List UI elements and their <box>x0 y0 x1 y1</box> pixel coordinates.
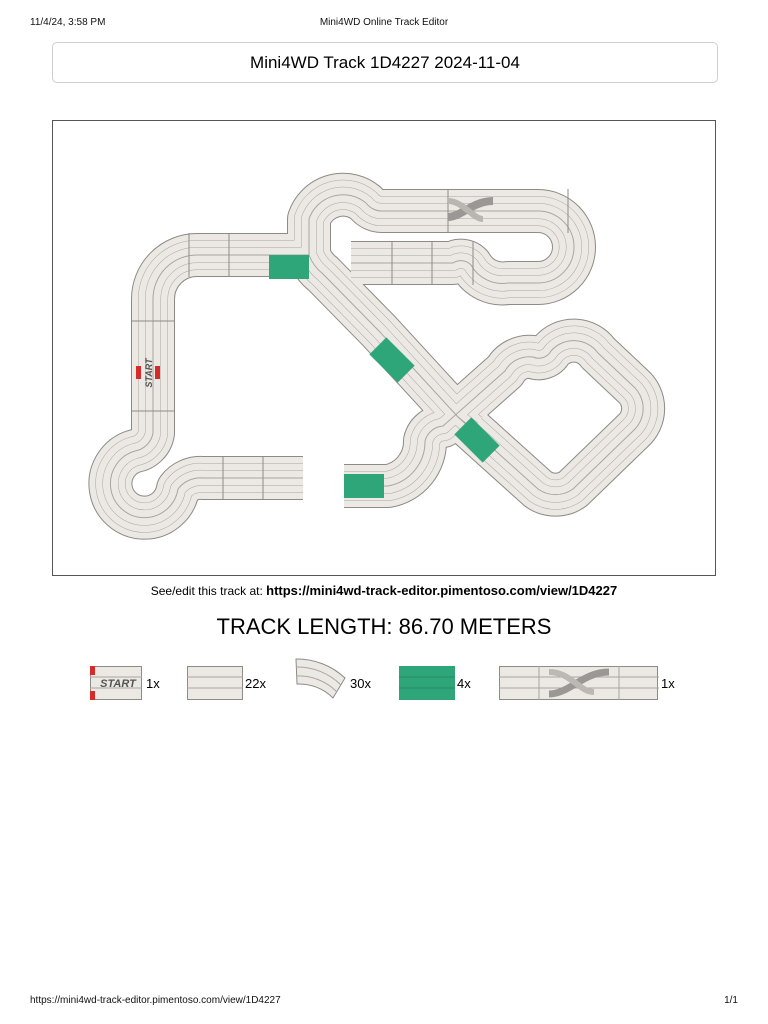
print-header: 11/4/24, 3:58 PM Mini4WD Online Track Ed… <box>30 17 738 31</box>
green-straights <box>269 255 500 498</box>
track-title: Mini4WD Track 1D4227 2024-11-04 <box>250 52 520 72</box>
lane-change-piece-icon <box>499 666 659 700</box>
print-footer: https://mini4wd-track-editor.pimentoso.c… <box>30 995 738 1009</box>
start-piece-icon: START <box>90 666 142 700</box>
green-piece <box>369 337 415 383</box>
green-piece <box>344 474 384 498</box>
segment-joints <box>131 189 569 500</box>
start-marker: START <box>136 357 160 388</box>
view-link-line: See/edit this track at: https://mini4wd-… <box>0 583 768 598</box>
print-page-title: Mini4WD Online Track Editor <box>319 17 449 28</box>
start-label: START <box>144 357 154 388</box>
part-start-count: 1x <box>146 676 160 691</box>
track-title-box: Mini4WD Track 1D4227 2024-11-04 <box>52 42 718 83</box>
part-curve-count: 30x <box>350 676 371 691</box>
part-lane-change-count: 1x <box>661 676 675 691</box>
track-canvas: START <box>52 120 716 576</box>
footer-url: https://mini4wd-track-editor.pimentoso.c… <box>30 995 281 1006</box>
track-length: TRACK LENGTH: 86.70 METERS <box>216 614 552 639</box>
footer-page-number: 1/1 <box>724 995 738 1006</box>
part-start-label: START <box>100 678 137 690</box>
part-straight-count: 22x <box>245 676 266 691</box>
curve-piece-icon <box>295 658 346 699</box>
track-layout: START <box>53 121 717 577</box>
green-piece-icon <box>399 666 455 700</box>
straight-piece-icon <box>187 666 243 700</box>
view-link-url[interactable]: https://mini4wd-track-editor.pimentoso.c… <box>266 583 618 598</box>
print-datetime: 11/4/24, 3:58 PM <box>30 17 106 28</box>
green-piece <box>269 255 309 279</box>
view-link-prefix: See/edit this track at: <box>150 584 267 598</box>
parts-summary: START 1x 22x 30x 4x <box>0 658 768 708</box>
part-green-count: 4x <box>457 676 471 691</box>
green-piece <box>454 417 500 463</box>
lane-change-piece <box>447 197 494 222</box>
